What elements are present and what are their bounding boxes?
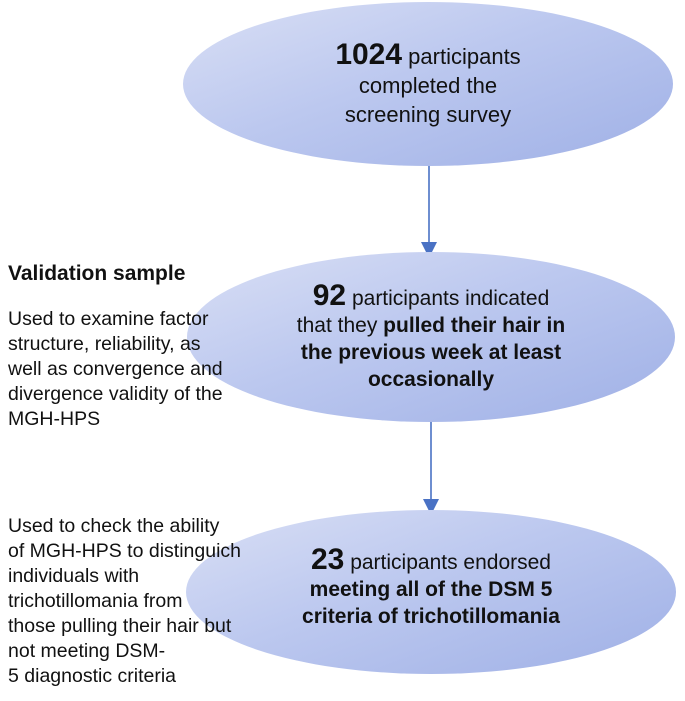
node-pulled-number: 92 [312, 278, 347, 312]
node-dsm: 23 participants endorsed meeting all of … [186, 510, 676, 674]
node-pulled-bold: pulled their hair in the previous week a… [300, 313, 566, 391]
validation-sample-title: Validation sample [8, 262, 186, 285]
node-screening-line-2: completed the [358, 72, 498, 98]
validation-description: Used to examine factor structure, reliab… [8, 308, 223, 430]
node-dsm-number: 23 [310, 543, 345, 576]
node-pulled-plain: that they [296, 313, 384, 337]
node-screening-line-3: screening survey [344, 101, 512, 127]
node-pulled: 92 participants indicated that they pull… [187, 252, 675, 422]
node-screening: 1024 participants completed the screenin… [183, 2, 673, 166]
distinguish-description: Used to check the ability of MGH-HPS to … [8, 515, 242, 687]
node-screening-number: 1024 [335, 37, 403, 71]
node-dsm-first: participants endorsed [344, 551, 551, 574]
node-pulled-first: participants indicated [346, 286, 550, 310]
node-dsm-bold: meeting all of the DSM 5 criteria of tri… [302, 578, 560, 628]
node-screening-line-1: participants [402, 43, 521, 69]
